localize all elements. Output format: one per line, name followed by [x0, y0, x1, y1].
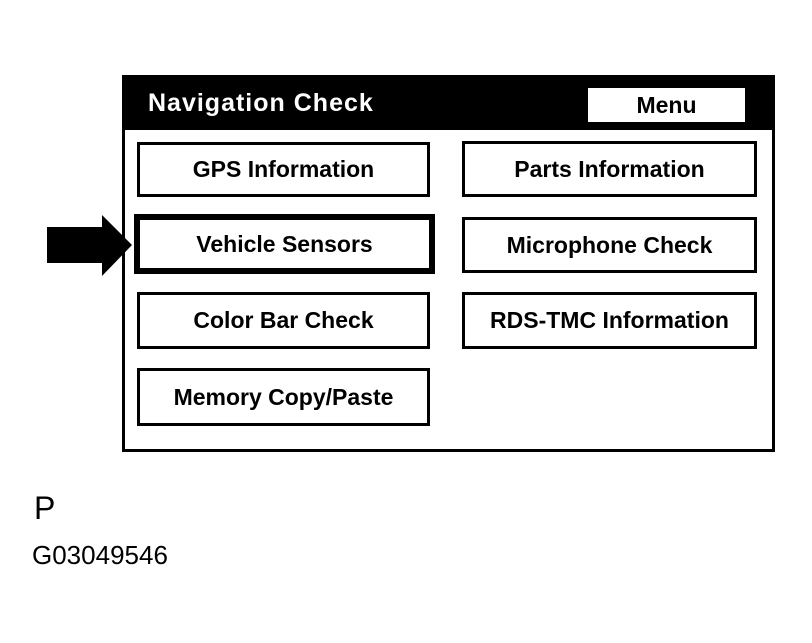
title-bar: Navigation Check Menu	[125, 78, 772, 130]
screen-title: Navigation Check	[148, 89, 374, 117]
pointer-arrow-icon	[47, 215, 132, 276]
figure-code: G03049546	[32, 540, 168, 570]
color-bar-check-button[interactable]: Color Bar Check	[137, 292, 430, 349]
rds-tmc-information-button[interactable]: RDS-TMC Information	[462, 292, 757, 349]
parts-information-button[interactable]: Parts Information	[462, 141, 757, 197]
menu-button[interactable]: Menu	[588, 88, 745, 122]
vehicle-sensors-button[interactable]: Vehicle Sensors	[134, 214, 435, 274]
microphone-check-button[interactable]: Microphone Check	[462, 217, 757, 273]
memory-copy-paste-button[interactable]: Memory Copy/Paste	[137, 368, 430, 426]
figure-label: P	[34, 490, 56, 526]
gps-information-button[interactable]: GPS Information	[137, 142, 430, 197]
navigation-check-screen: Navigation Check Menu GPS Information Pa…	[122, 75, 775, 452]
